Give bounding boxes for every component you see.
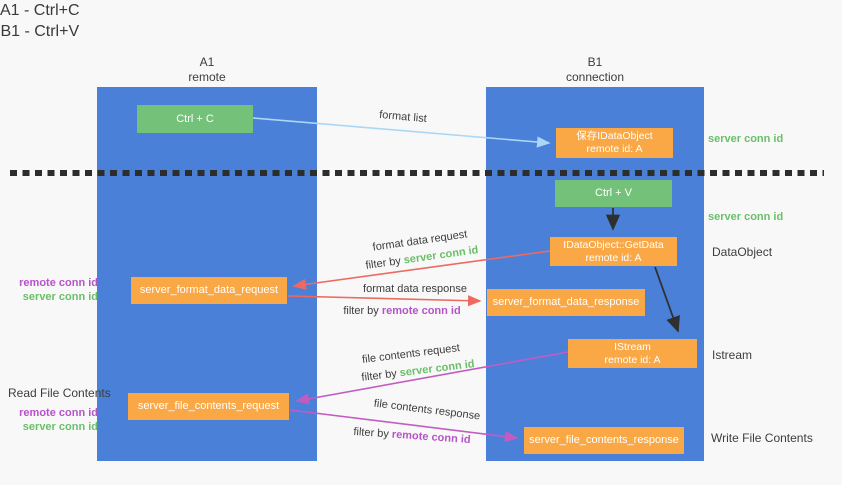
diagram-title: A1 - Ctrl+C B1 - Ctrl+V [0, 0, 80, 42]
read-file-contents-label: Read File Contents [8, 386, 111, 400]
remote-conn-id-label: remote conn id [19, 407, 98, 419]
column-b1-name: B1 [587, 55, 603, 69]
istream-line2: remote id: A [604, 353, 661, 366]
column-header-b1: B1 connection [486, 55, 704, 85]
save-idataobject-line1: 保存IDataObject [576, 130, 653, 142]
server-file-contents-request-label: server_file_contents_request [137, 400, 280, 412]
ctrl-v-label: Ctrl + V [595, 187, 632, 199]
column-header-a1: A1 remote [97, 55, 317, 85]
getdata-line1: IDataObject::GetData [563, 238, 664, 251]
dataobject-label: DataObject [712, 245, 773, 259]
server-conn-id-label-top: server conn id [708, 133, 784, 145]
left-conn-id-pair-2: remote conn id server conn id [8, 406, 98, 434]
filter-by-prefix: filter by [360, 367, 401, 384]
server-format-data-request-node: server_format_data_request [131, 277, 287, 304]
column-a1-name: A1 [199, 55, 215, 69]
file-contents-response-flow-label: file contents response [373, 397, 481, 423]
idataobject-getdata-node: IDataObject::GetData remote id: A [550, 237, 677, 266]
save-idataobject-node: 保存IDataObject remote id: A [556, 128, 673, 158]
istream-side-label: Istream [712, 348, 753, 362]
ctrl-c-node: Ctrl + C [137, 105, 253, 133]
server-conn-id-label-mid: server conn id [708, 211, 784, 223]
filter-by-prefix: filter by [364, 254, 405, 272]
server-format-data-response-node: server_format_data_response [487, 289, 645, 316]
remote-conn-id-highlight: remote conn id [381, 305, 461, 317]
server-format-data-response-label: server_format_data_response [492, 296, 640, 308]
getdata-line2: remote id: A [585, 251, 642, 264]
title-line-1: A1 - Ctrl+C [0, 2, 80, 19]
file-contents-response-filter-label: filter by remote conn id [353, 426, 471, 446]
title-line-2: B1 - Ctrl+V [0, 23, 80, 40]
remote-conn-id-label: remote conn id [19, 277, 98, 289]
server-file-contents-response-label: server_file_contents_response [529, 434, 679, 446]
column-b1-subtitle: connection [565, 70, 625, 84]
istream-node: IStream remote id: A [568, 339, 697, 368]
filter-by-prefix: filter by [343, 305, 382, 317]
server-file-contents-response-node: server_file_contents_response [524, 427, 684, 454]
ctrl-c-label: Ctrl + C [176, 112, 214, 125]
format-data-response-flow-label: format data response [363, 283, 467, 295]
server-file-contents-request-node: server_file_contents_request [128, 393, 289, 420]
filter-by-prefix: filter by [353, 425, 393, 441]
format-data-response-filter-label: filter by remote conn id [343, 305, 460, 317]
server-conn-id-label: server conn id [22, 291, 98, 303]
write-file-contents-label: Write File Contents [711, 431, 813, 445]
ctrl-v-node: Ctrl + V [555, 180, 672, 207]
istream-line1: IStream [614, 340, 651, 353]
server-conn-id-label: server conn id [22, 421, 98, 433]
server-conn-id-highlight: server conn id [399, 358, 476, 380]
server-format-data-request-label: server_format_data_request [139, 284, 279, 296]
format-list-flow-label: format list [378, 108, 428, 126]
remote-conn-id-highlight: remote conn id [391, 428, 471, 447]
left-conn-id-pair-1: remote conn id server conn id [8, 276, 98, 304]
save-idataobject-line2: remote id: A [586, 143, 643, 155]
column-a1-subtitle: remote [188, 70, 226, 84]
